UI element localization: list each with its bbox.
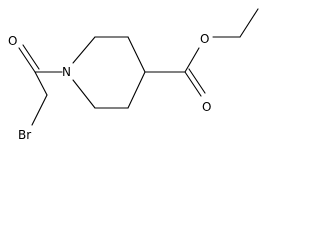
atom-label-ring-nitrogen: N — [62, 65, 71, 79]
bond-ester-c-ether-o — [184, 47, 200, 73]
atom-label-ester-ether-oxygen: O — [200, 32, 209, 46]
bond-ester-c-o-double-b — [188, 68, 206, 94]
bond-acyl-c-o-double-a — [18, 47, 36, 73]
bond-ch2-br — [31, 94, 48, 126]
bond-ester-c-o-double-a — [184, 71, 202, 97]
chemical-structure-diagram: O N O O Br — [8, 8, 259, 142]
bond-ch2-ch3 — [239, 8, 259, 38]
bond-acyl-c-o-double-b — [22, 44, 40, 70]
bond-n-c2 — [72, 36, 96, 64]
ethyl-ester-group — [144, 8, 259, 97]
piperidine-ring — [72, 36, 146, 109]
structure-canvas: O N O O Br — [8, 8, 259, 142]
bromoacetyl-group — [18, 44, 63, 126]
bond-c3-c4 — [127, 36, 146, 73]
bond-acyl-c-ch2 — [34, 71, 48, 96]
atom-label-ester-carbonyl-oxygen: O — [202, 100, 211, 114]
bond-c4-c5 — [127, 71, 146, 109]
bond-c6-n — [72, 79, 96, 109]
atom-label-bromine: Br — [18, 128, 31, 142]
atom-label-carbonyl-oxygen: O — [8, 34, 17, 48]
